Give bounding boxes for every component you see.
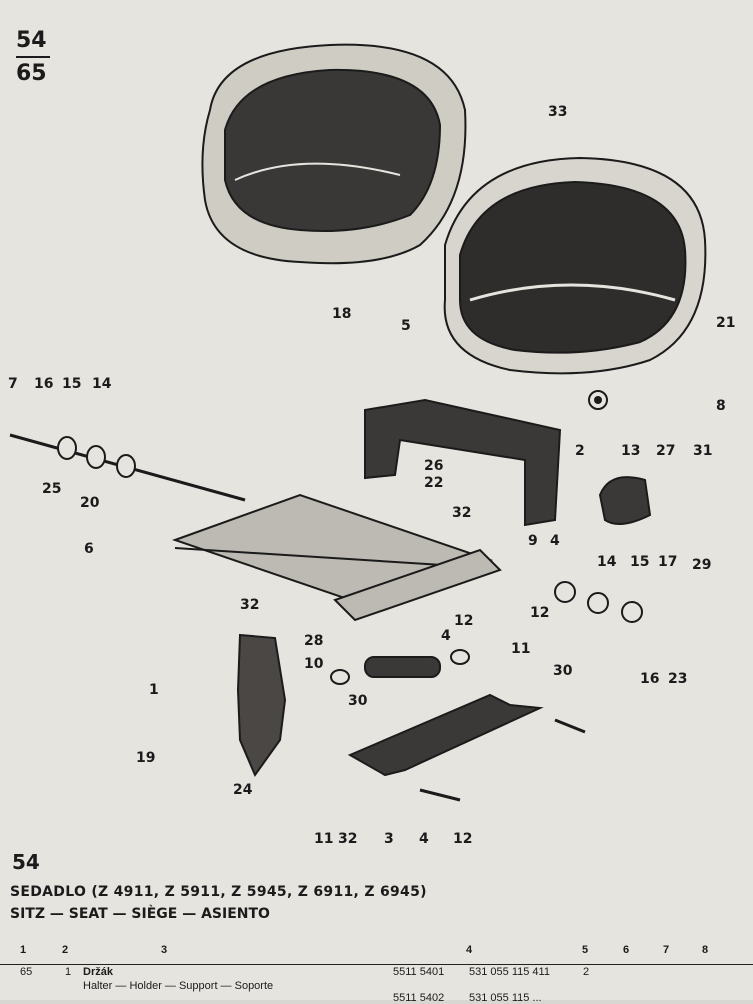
section-title: SEDADLO (Z 4911, Z 5911, Z 5945, Z 6911,… bbox=[10, 884, 427, 900]
column-2-header: 2 bbox=[62, 944, 69, 956]
seat-cushion-18 bbox=[201, 43, 467, 265]
callout-22: 22 bbox=[424, 475, 443, 491]
side-washers bbox=[554, 581, 643, 623]
callout-6: 6 bbox=[84, 541, 94, 557]
callout-17: 17 bbox=[658, 554, 677, 570]
page-number: 54 65 bbox=[16, 28, 50, 87]
callout-21: 21 bbox=[716, 315, 735, 331]
callout-27: 27 bbox=[656, 443, 675, 459]
callout-4: 4 bbox=[550, 533, 560, 549]
row-order-number: 531 055 115 411 bbox=[469, 966, 550, 978]
callout-14: 14 bbox=[92, 376, 112, 392]
callout-10: 10 bbox=[304, 656, 324, 672]
callout-11: 11 bbox=[511, 641, 530, 657]
column-1-header: 1 bbox=[20, 944, 27, 956]
row-part-number: 5511 5402 bbox=[393, 992, 445, 1004]
callout-15: 15 bbox=[62, 376, 81, 392]
callout-29: 29 bbox=[692, 557, 711, 573]
page-number-top: 54 bbox=[16, 28, 47, 53]
callout-14b: 14 bbox=[597, 554, 617, 570]
callout-7: 7 bbox=[8, 376, 18, 392]
callout-18: 18 bbox=[332, 306, 351, 322]
column-5-header: 5 bbox=[582, 944, 589, 956]
seat-bracket-5 bbox=[364, 398, 562, 527]
row-order-number: 531 055 115 ... bbox=[469, 992, 542, 1004]
callout-28: 28 bbox=[304, 633, 323, 649]
table-header: 1 2 3 4 5 6 7 8 bbox=[0, 940, 753, 965]
column-3-header: 3 bbox=[161, 944, 168, 956]
section-number: 54 bbox=[12, 850, 40, 874]
callout-4c: 4 bbox=[419, 831, 429, 847]
callout-2: 2 bbox=[575, 443, 585, 459]
callout-32: 32 bbox=[452, 505, 471, 521]
callout-12b: 12 bbox=[454, 613, 473, 629]
callout-24: 24 bbox=[233, 782, 253, 798]
callout-30: 30 bbox=[553, 663, 573, 679]
row-name: Držák bbox=[83, 966, 113, 978]
callout-31: 31 bbox=[693, 443, 712, 459]
row-qty: 1 bbox=[65, 966, 72, 978]
callout-26: 26 bbox=[424, 458, 443, 474]
callout-33: 33 bbox=[548, 104, 567, 120]
bracket-1 bbox=[236, 633, 287, 778]
callout-4b: 4 bbox=[441, 628, 451, 644]
column-8-header: 8 bbox=[702, 944, 709, 956]
callout-32c: 32 bbox=[338, 831, 357, 847]
callout-16: 16 bbox=[34, 376, 53, 392]
exploded-view-diagram: 18 33 21 5 8 7 16 15 14 25 20 26 22 2 13… bbox=[8, 43, 735, 847]
callout-23: 23 bbox=[668, 671, 687, 687]
seat-frame-6 bbox=[171, 493, 502, 622]
callout-16b: 16 bbox=[640, 671, 659, 687]
row-ref: 65 bbox=[20, 966, 33, 978]
column-6-header: 6 bbox=[623, 944, 630, 956]
callout-8: 8 bbox=[716, 398, 726, 414]
callout-9: 9 bbox=[528, 533, 538, 549]
lower-frame-3 bbox=[347, 693, 544, 777]
row-count: 2 bbox=[583, 966, 590, 978]
callout-15b: 15 bbox=[630, 554, 649, 570]
column-7-header: 7 bbox=[663, 944, 670, 956]
callout-12: 12 bbox=[530, 605, 549, 621]
callout-13: 13 bbox=[621, 443, 640, 459]
callout-25: 25 bbox=[42, 481, 61, 497]
spring-washers-14 bbox=[57, 436, 136, 478]
row-names-alt: Halter — Holder — Support — Soporte bbox=[83, 980, 274, 992]
spring-10 bbox=[364, 656, 441, 678]
section-subtitle: SITZ — SEAT — SIÈGE — ASIENTO bbox=[10, 906, 270, 922]
callout-20: 20 bbox=[80, 495, 100, 511]
callout-11b: 11 bbox=[314, 831, 333, 847]
callout-32b: 32 bbox=[240, 597, 259, 613]
cover-13 bbox=[598, 476, 652, 525]
callout-numbers: 18 33 21 5 8 7 16 15 14 25 20 26 22 2 13… bbox=[8, 104, 735, 847]
page-number-divider bbox=[16, 56, 50, 58]
page-number-bottom: 65 bbox=[16, 61, 47, 86]
row-part-number: 5511 5401 bbox=[393, 966, 445, 978]
callout-5: 5 bbox=[401, 318, 411, 334]
column-4-header: 4 bbox=[466, 944, 473, 956]
callout-1: 1 bbox=[149, 682, 159, 698]
seat-shell-33 bbox=[443, 156, 707, 375]
callout-12c: 12 bbox=[453, 831, 472, 847]
callout-30b: 30 bbox=[348, 693, 368, 709]
callout-3: 3 bbox=[384, 831, 394, 847]
callout-19: 19 bbox=[136, 750, 155, 766]
